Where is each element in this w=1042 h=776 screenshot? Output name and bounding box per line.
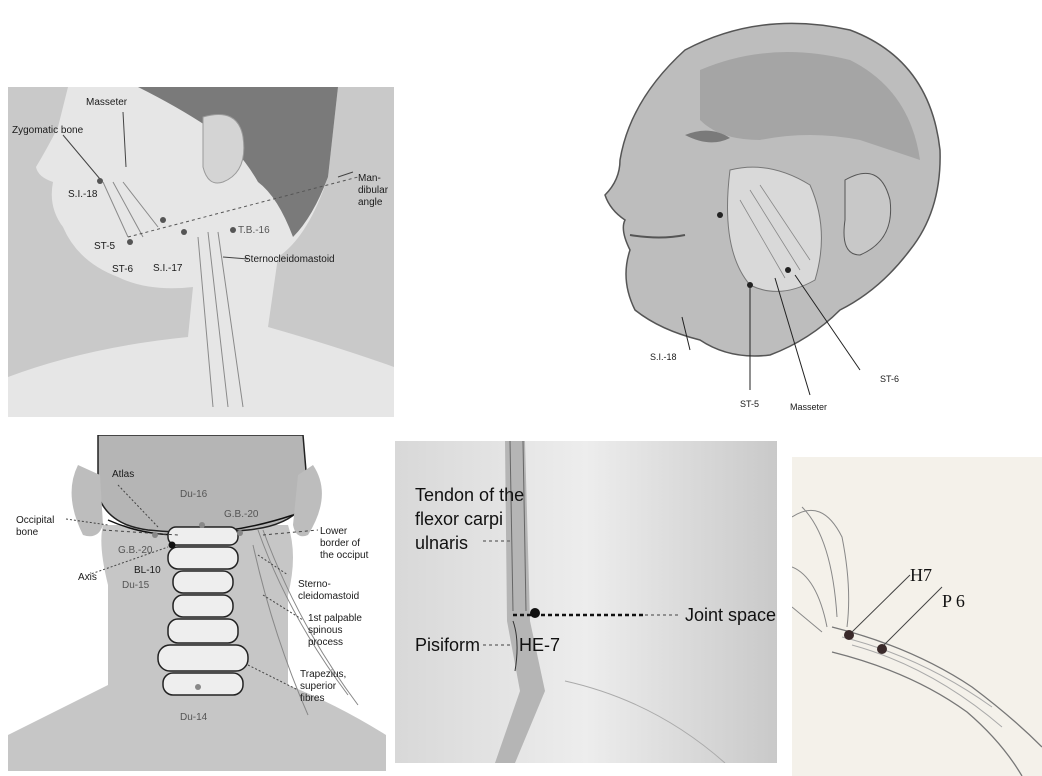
label-atlas: Atlas (112, 469, 134, 480)
label-tb16: T.B.-16 (238, 225, 270, 236)
head-anatomy-illustration: S.I.-18 ST-5 Masseter ST-6 (590, 10, 950, 420)
wrist-illustration: Tendon of the flexor carpi ulnaris Joint… (395, 441, 777, 763)
face-side-panel: Masseter Zygomatic bone S.I.-18 ST-5 ST-… (8, 87, 394, 417)
forearm-sketch-illustration: H7 P 6 (792, 457, 1042, 776)
label-bl10: BL-10 (134, 565, 161, 576)
label-mandibular-3: angle (358, 197, 383, 208)
neck-back-illustration: Atlas Du-16 G.B.-20 Occipital bone G.B.-… (8, 435, 386, 771)
label-sterno-2: cleidomastoid (298, 591, 359, 602)
forearm-sketch-panel: H7 P 6 (792, 457, 1042, 776)
neck-back-panel: Atlas Du-16 G.B.-20 Occipital bone G.B.-… (8, 435, 386, 771)
label-lower-border-2: border of (320, 538, 360, 549)
label-palpable-1: 1st palpable (308, 613, 362, 624)
label-pisiform: Pisiform (415, 635, 480, 655)
label-axis: Axis (78, 572, 97, 583)
label-sternocleidomastoid: Sternocleidomastoid (244, 254, 335, 265)
label-st6: ST-6 (112, 264, 134, 275)
label-p6: P 6 (942, 591, 965, 611)
label-st5-head: ST-5 (740, 399, 759, 409)
label-st5: ST-5 (94, 241, 116, 252)
label-gb20-right: G.B.-20 (224, 509, 259, 520)
label-tendon-2: flexor carpi (415, 509, 503, 529)
label-mandibular-2: dibular (358, 185, 389, 196)
label-zygomatic-bone: Zygomatic bone (12, 125, 84, 136)
label-tendon-3: ulnaris (415, 533, 468, 553)
label-si17: S.I.-17 (153, 263, 183, 274)
face-side-illustration: Masseter Zygomatic bone S.I.-18 ST-5 ST-… (8, 87, 394, 417)
label-lower-border-1: Lower (320, 526, 348, 537)
label-du14: Du-14 (180, 712, 208, 723)
label-tendon-1: Tendon of the (415, 485, 524, 505)
label-si18: S.I.-18 (68, 189, 98, 200)
label-occipital-1: Occipital (16, 515, 54, 526)
wrist-panel: Tendon of the flexor carpi ulnaris Joint… (395, 441, 777, 763)
head-anatomy-panel: S.I.-18 ST-5 Masseter ST-6 (590, 10, 950, 420)
label-joint-space: Joint space (685, 605, 776, 625)
label-st6-head: ST-6 (880, 374, 899, 384)
label-si18-head: S.I.-18 (650, 352, 677, 362)
label-trapezius-3: fibres (300, 693, 324, 704)
label-trapezius-2: superior (300, 681, 337, 692)
label-masseter: Masseter (86, 97, 128, 108)
label-lower-border-3: the occiput (320, 550, 369, 561)
label-occipital-2: bone (16, 527, 39, 538)
label-palpable-3: process (308, 637, 343, 648)
label-du15: Du-15 (122, 580, 150, 591)
label-gb20-left: G.B.-20 (118, 545, 153, 556)
label-h7: H7 (910, 565, 932, 585)
label-du16: Du-16 (180, 489, 208, 500)
label-he7: HE-7 (519, 635, 560, 655)
label-masseter-head: Masseter (790, 402, 827, 412)
label-trapezius-1: Trapezius, (300, 669, 346, 680)
label-mandibular-1: Man- (358, 173, 381, 184)
label-palpable-2: spinous (308, 625, 342, 636)
label-sterno-1: Sterno- (298, 579, 331, 590)
